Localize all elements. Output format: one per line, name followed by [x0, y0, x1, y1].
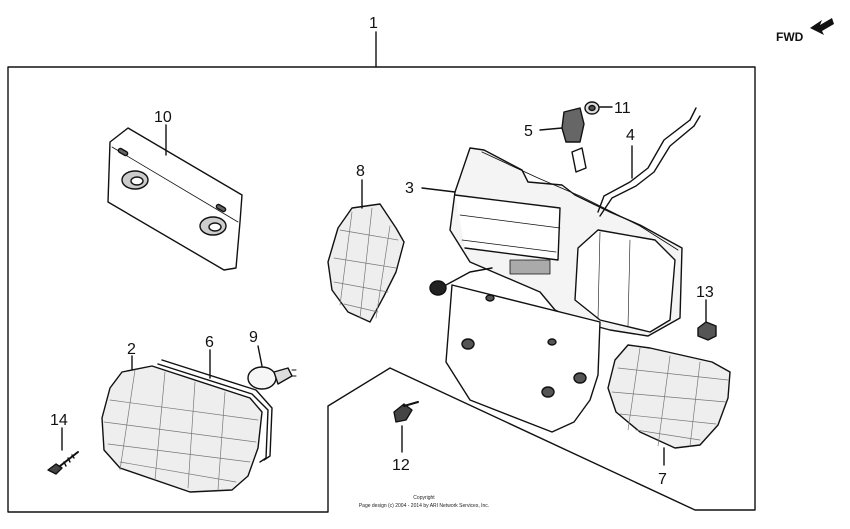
part-8-side-lens [327, 179, 405, 323]
callout-11: 11 [614, 100, 631, 117]
callout-12: 12 [392, 457, 410, 474]
callout-4: 4 [626, 127, 635, 144]
plate-mount [445, 284, 601, 433]
fwd-arrow-icon [810, 18, 834, 35]
callout-8: 8 [356, 163, 365, 180]
part-13-nut [697, 299, 717, 341]
callout-3: 3 [405, 180, 414, 197]
part-7-side-lens [607, 344, 731, 466]
part-6-gasket [157, 349, 273, 463]
part-11-grommet [584, 101, 613, 115]
callout-1: 1 [369, 15, 378, 32]
callout-10: 10 [154, 109, 172, 126]
callout-13: 13 [696, 284, 714, 301]
assembly-frame [7, 66, 756, 513]
part-5-clip [539, 107, 587, 173]
part-10-plate-bracket [107, 124, 243, 271]
part-2-tail-lens [101, 355, 263, 493]
callout-5: 5 [524, 123, 533, 140]
part-4-wire [597, 107, 701, 217]
fwd-label: FWD [776, 30, 804, 44]
callout-9: 9 [249, 329, 258, 346]
part-9-bulb [247, 345, 297, 390]
callout-2: 2 [127, 341, 136, 358]
callout-7: 7 [658, 471, 667, 488]
callout-labels: 1 2 3 4 5 6 7 8 9 10 11 12 13 14 [50, 15, 714, 488]
copyright-line-2: Page design (c) 2004 - 2014 by ARI Netwo… [359, 503, 489, 509]
copyright-notice: Copyright Page design (c) 2004 - 2014 by… [359, 495, 489, 509]
wire-socket [429, 267, 493, 296]
part-14-screw [47, 427, 79, 475]
part-12-bolt [393, 401, 419, 453]
callout-14: 14 [50, 412, 68, 429]
fwd-indicator: FWD [776, 18, 834, 44]
callout-6: 6 [205, 334, 214, 351]
copyright-line-1: Copyright [413, 495, 435, 501]
part-3-housing [421, 147, 683, 337]
